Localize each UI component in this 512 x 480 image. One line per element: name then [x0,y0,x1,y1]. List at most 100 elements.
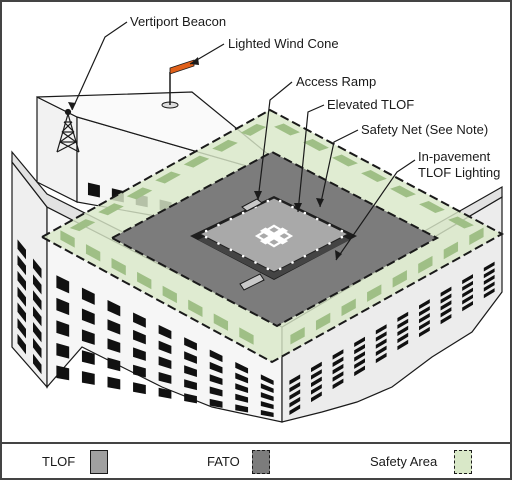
tlof-light [340,229,344,233]
window [17,239,27,260]
window [483,274,495,285]
window [419,306,430,317]
vertiport-marking-icon [254,224,294,248]
window [397,311,409,322]
window [289,396,301,408]
legend-safety-area-swatch [454,450,472,474]
tlof-light [278,267,282,271]
safety-tile [332,154,358,167]
window [56,365,70,381]
callout-arrowheads [68,57,342,260]
window [209,361,223,374]
window [375,345,387,356]
window [332,371,344,382]
window [354,336,365,348]
tlof-light [291,261,294,264]
window [235,393,249,403]
window [419,319,430,331]
callout-vertiport-beacon: Vertiport Beacon [130,14,226,29]
safety-tile [137,271,152,290]
tlof-light [266,199,270,203]
window [375,331,387,342]
window [332,363,344,375]
safety-tile [418,255,433,274]
window [375,352,387,364]
window [81,329,95,345]
window [235,362,249,374]
window [81,371,95,385]
tlof-light [254,261,257,264]
safety-tile [274,123,300,136]
tlof-light [278,199,282,203]
legend-tlof-swatch [90,450,108,474]
window [184,337,197,351]
callout-safety-net: Safety Net (See Note) [361,122,488,137]
window [440,307,452,318]
window [32,258,42,279]
window [209,349,223,363]
window [133,347,146,361]
window [17,333,27,355]
tlof-light [291,205,294,209]
safety-tile [60,230,75,248]
window [397,318,409,329]
window [440,313,452,325]
vertiport-beacon-tower [56,108,80,153]
safety-tile [98,203,124,216]
legend-fato-label: FATO [207,454,240,469]
window [332,378,344,390]
safety-tile [315,312,331,331]
window [17,270,27,292]
window [32,290,42,311]
window [483,288,495,299]
callout-lighting-line1: In-pavement [418,149,491,164]
window [158,387,172,399]
window [332,349,344,360]
window [462,274,473,285]
window [440,293,452,304]
window [158,356,172,369]
safety-tile [239,327,254,345]
access-ramp [239,198,265,291]
tlof-light [241,254,245,258]
window [462,287,473,298]
window [87,182,100,198]
safety-tile [183,155,210,168]
window [419,326,430,338]
safety-tile [290,326,305,345]
safety-tile [419,201,445,213]
window [209,386,223,397]
safety-tile [188,299,203,318]
window [184,351,197,364]
legend-tlof-label: TLOF [42,454,76,469]
window [158,372,172,384]
vertiport-diagram: Vertiport Beacon Lighted Wind Cone Acces… [11,14,505,423]
legend-safety-area-label: Safety Area [370,454,438,469]
legend: TLOF FATO Safety Area [2,442,510,478]
window [260,401,274,410]
window [354,365,365,377]
safety-tile [69,219,96,232]
window [260,392,274,402]
safety-tile [392,270,407,288]
window [32,337,42,359]
window [289,374,301,385]
safety-tile [361,170,387,182]
window [209,374,223,386]
safety-tile [443,241,459,260]
window [56,275,70,294]
callout-lighting-line2: TLOF Lighting [418,165,500,180]
window [235,372,249,384]
window [17,318,27,339]
safety-tile [341,298,356,317]
window [397,332,409,344]
window [289,389,301,400]
window [354,358,365,369]
tlof-light [328,242,331,245]
window [235,404,249,413]
window [483,281,495,292]
window [440,286,452,297]
window [375,338,387,349]
tlof-light [229,217,233,221]
